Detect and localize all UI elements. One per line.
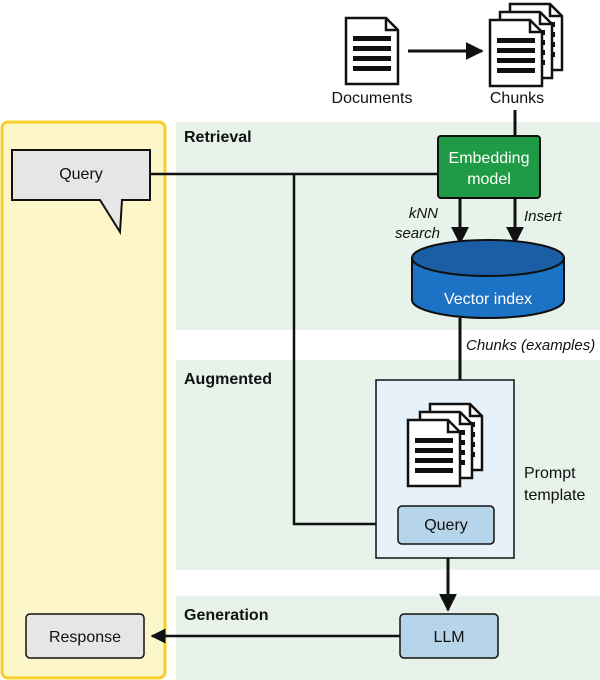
embedding-model-label-line1: Embedding	[449, 150, 530, 167]
chunks-label: Chunks	[490, 90, 544, 107]
query-bubble	[11, 149, 151, 236]
document-icon	[344, 16, 400, 86]
knn-label-line2: search	[395, 225, 440, 242]
vector-index-cylinder	[411, 239, 565, 319]
prompt-query-label: Query	[424, 517, 468, 534]
prompt-query-box	[397, 505, 495, 545]
prompt-template-label-line1: Prompt	[524, 465, 576, 482]
insert-label: Insert	[524, 208, 562, 225]
section-title-generation: Generation	[184, 607, 268, 624]
knn-label-line1: kNN	[409, 205, 438, 222]
prompt-template-label-line2: template	[524, 487, 585, 504]
section-title-retrieval: Retrieval	[184, 129, 252, 146]
embedding-model-label-line2: model	[467, 171, 511, 188]
response-box	[25, 613, 145, 659]
edge-query-to-prompt	[292, 174, 396, 532]
query-bubble-label: Query	[59, 166, 103, 183]
vector-index-label: Vector index	[444, 291, 532, 308]
llm-label: LLM	[433, 629, 464, 646]
user-panel	[0, 120, 167, 680]
section-title-augmented: Augmented	[184, 371, 272, 388]
documents-label: Documents	[332, 90, 413, 107]
generation-section	[176, 596, 600, 680]
chunks-examples-label: Chunks (examples)	[466, 337, 595, 354]
chunks-icon	[488, 2, 564, 88]
response-label: Response	[49, 629, 121, 646]
embedding-model-box	[437, 135, 541, 199]
prompt-chunks-icon	[406, 402, 484, 488]
